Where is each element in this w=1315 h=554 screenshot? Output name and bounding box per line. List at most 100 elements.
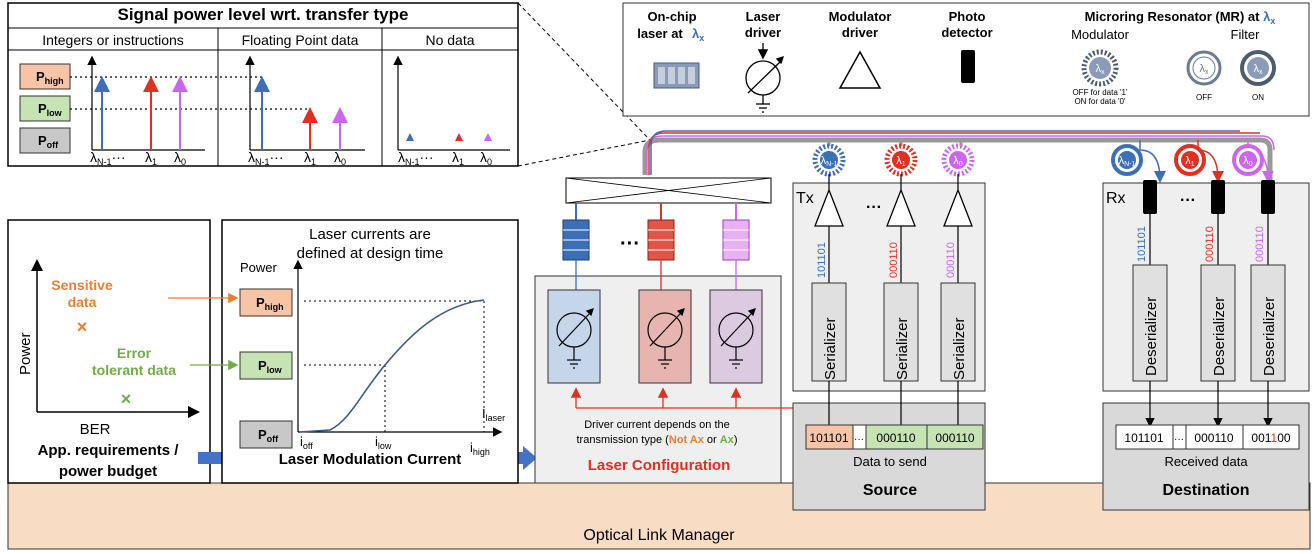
- tx-stream-1: 000110: [888, 242, 900, 278]
- tx-ring-label-2: λ0: [953, 155, 963, 168]
- rx-ring-label-2: λ0: [1243, 155, 1253, 168]
- svg-text:Modulator: Modulator: [1071, 27, 1129, 42]
- svg-text:Filter: Filter: [1231, 27, 1261, 42]
- svg-text:000110: 000110: [876, 431, 915, 445]
- svg-text:Plow: Plow: [258, 358, 283, 375]
- svg-text:λ1: λ1: [452, 149, 464, 167]
- column-floating: Floating Point data: [242, 32, 359, 48]
- modulation-yaxis: Power: [240, 260, 278, 275]
- deserializer-label-0: Deserializer: [1143, 297, 1160, 376]
- driver-box-blue: [547, 289, 601, 384]
- lambda-labels-col3: λN-1···: [398, 149, 434, 167]
- signal-power-panel: Signal power level wrt. transfer type In…: [7, 2, 519, 167]
- rx-ring-label-1: λ1: [1185, 155, 1195, 168]
- laser-driver-icons: [556, 308, 756, 369]
- svg-text:Phigh: Phigh: [256, 295, 284, 312]
- tx-label: Tx: [796, 190, 814, 207]
- sensitive-marker: ×: [77, 317, 88, 337]
- source-title: Source: [863, 482, 917, 499]
- svg-text:OFF for data '1': OFF for data '1': [1072, 88, 1128, 97]
- source-panel: Tx ··· λN-1101101Serializerλ1000110Seria…: [792, 143, 986, 511]
- svg-text:Driver current depends on the: Driver current depends on the: [584, 419, 730, 431]
- svg-text:···: ···: [1174, 434, 1184, 445]
- optical-link-manager: Optical Link Manager: [7, 482, 1311, 550]
- laser-blue: [562, 203, 590, 290]
- laser-modulation-panel: Laser currents are defined at design tim…: [221, 219, 519, 484]
- onchip-lambda: λx: [692, 26, 704, 43]
- laser-configuration: ··· Driver current depends on the transm…: [534, 177, 956, 484]
- svg-text:λx: λx: [1200, 63, 1210, 76]
- svg-text:λ1: λ1: [304, 149, 316, 167]
- column-nodata: No data: [425, 32, 474, 48]
- rx-label: Rx: [1106, 190, 1126, 207]
- modulator-ring-icon: λx: [1081, 49, 1119, 87]
- modulation-curve: [299, 299, 485, 433]
- component-legend: On-chip laser at λx Laser driver Modulat…: [622, 2, 1310, 117]
- svg-text:101101: 101101: [1124, 431, 1163, 445]
- svg-text:Laser: Laser: [746, 9, 781, 24]
- onchip-laser-icon: [653, 62, 700, 89]
- laser-red: [647, 203, 675, 290]
- lambda-labels-col1: λN-1···: [90, 149, 126, 167]
- svg-text:ON for data '0': ON for data '0': [1074, 97, 1126, 106]
- level-box-high: [19, 63, 71, 90]
- svg-text:Photo: Photo: [949, 9, 986, 24]
- svg-text:Modulator: Modulator: [829, 9, 892, 24]
- driver-box-red: [638, 289, 692, 384]
- deserializer-label-1: Deserializer: [1211, 297, 1228, 376]
- svg-text:λ0: λ0: [480, 149, 492, 167]
- rx-stream-0: 101101: [1136, 226, 1148, 262]
- svg-text:000110: 000110: [1194, 431, 1233, 445]
- svg-text:detector: detector: [941, 25, 992, 40]
- rx-stream-1: 000110: [1204, 226, 1216, 262]
- signal-panel-title: Signal power level wrt. transfer type: [118, 5, 409, 24]
- laser-violet: [722, 203, 750, 290]
- filter-ring-on-icon: λx: [1240, 50, 1276, 86]
- svg-text:ioff: ioff: [300, 434, 313, 451]
- svg-text:···: ···: [1180, 192, 1196, 209]
- received-cell-error: 001100: [1251, 431, 1291, 445]
- svg-text:On-chip: On-chip: [647, 9, 696, 24]
- waveguides: [642, 130, 1275, 183]
- filter-ring-off-icon: λx: [1186, 50, 1222, 86]
- svg-text:defined at design time: defined at design time: [297, 245, 444, 262]
- svg-text:Error: Error: [117, 345, 152, 361]
- deserializer-label-2: Deserializer: [1261, 297, 1278, 376]
- svg-text:···: ···: [866, 199, 882, 216]
- tx-stream-0: 101101: [816, 242, 828, 278]
- svg-text:λx: λx: [1254, 63, 1264, 76]
- tx-stream-2: 000110: [945, 242, 957, 278]
- laser-config-title: Laser Configuration: [588, 457, 731, 474]
- svg-text:···: ···: [620, 233, 640, 255]
- svg-text:101101: 101101: [809, 431, 848, 445]
- svg-text:Microring Resonator (MR) at λx: Microring Resonator (MR) at λx: [1085, 9, 1276, 26]
- svg-text:λ0: λ0: [334, 149, 346, 167]
- tx-ring-label-1: λ1: [896, 155, 906, 168]
- level-label-high: Phigh: [36, 69, 64, 86]
- tx-ring-label-0: λN-1: [821, 155, 838, 168]
- svg-text:Laser Modulation Current: Laser Modulation Current: [279, 451, 462, 468]
- svg-text:000110: 000110: [935, 431, 974, 445]
- svg-text:Received data: Received data: [1164, 454, 1248, 469]
- svg-text:Ilaser: Ilaser: [482, 406, 505, 423]
- level-label-low: Plow: [38, 101, 63, 118]
- svg-text:data: data: [68, 294, 97, 310]
- rx-stream-2: 000110: [1254, 226, 1266, 262]
- level-label-off: Poff: [38, 133, 59, 150]
- tolerant-marker: ×: [121, 389, 132, 409]
- svg-text:λ1: λ1: [145, 149, 157, 167]
- svg-text:Laser currents are: Laser currents are: [309, 226, 431, 243]
- serializer-label-1: Serializer: [894, 317, 911, 380]
- svg-text:transmission type (Not Ax or A: transmission type (Not Ax or Ax): [577, 434, 738, 446]
- app-xaxis: BER: [80, 421, 111, 438]
- lambda-labels-col2: λN-1···: [248, 149, 284, 167]
- serializer-label-0: Serializer: [822, 317, 839, 380]
- photodetector-icon: [961, 50, 975, 83]
- laser-driver-icon-2: [718, 308, 756, 369]
